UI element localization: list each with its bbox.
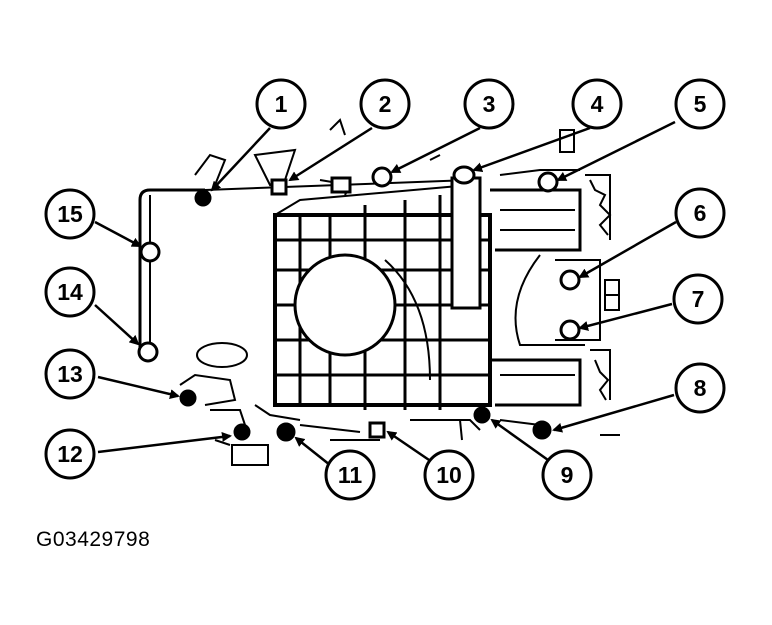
callout-8-label: 8 bbox=[694, 375, 707, 401]
fastener-11-marker bbox=[276, 422, 296, 442]
fastener-5-marker bbox=[537, 171, 559, 193]
fastener-14-marker bbox=[137, 341, 159, 363]
leader-1 bbox=[210, 127, 271, 192]
callout-11-label: 11 bbox=[338, 462, 363, 488]
leader-10 bbox=[386, 430, 433, 464]
callout-15-label: 15 bbox=[57, 201, 83, 227]
leader-5 bbox=[556, 120, 676, 182]
callout-circles: 1 2 3 4 5 6 7 bbox=[44, 78, 726, 501]
callout-5: 5 bbox=[674, 78, 726, 130]
fastener-4-marker bbox=[452, 165, 476, 185]
callout-9-label: 9 bbox=[561, 462, 574, 488]
housing-assembly bbox=[138, 118, 620, 466]
callout-1: 1 bbox=[255, 78, 307, 130]
fastener-3-marker bbox=[330, 176, 352, 194]
callout-4-label: 4 bbox=[591, 91, 604, 117]
leader-9 bbox=[490, 418, 549, 462]
leader-15 bbox=[94, 220, 142, 248]
callout-14: 14 bbox=[44, 266, 96, 318]
fastener-13-marker bbox=[179, 389, 197, 407]
callout-10-label: 10 bbox=[436, 462, 462, 488]
callout-9: 9 bbox=[541, 449, 593, 501]
callout-14-label: 14 bbox=[57, 279, 83, 305]
callout-12-label: 12 bbox=[57, 441, 83, 467]
callout-15: 15 bbox=[44, 188, 96, 240]
fastener-6-marker bbox=[559, 269, 581, 291]
callout-6-label: 6 bbox=[694, 200, 707, 226]
callout-7-label: 7 bbox=[692, 286, 705, 312]
callout-7: 7 bbox=[672, 273, 724, 325]
callout-2: 2 bbox=[359, 78, 411, 130]
fastener-10-marker bbox=[368, 421, 386, 439]
fastener-1-marker bbox=[194, 189, 212, 207]
fastener-points bbox=[137, 165, 581, 442]
leader-12 bbox=[97, 431, 232, 454]
leader-8 bbox=[552, 393, 675, 433]
callout-13: 13 bbox=[44, 348, 96, 400]
callout-3: 3 bbox=[463, 78, 515, 130]
leader-3 bbox=[390, 126, 481, 174]
figure-id: G03429798 bbox=[36, 528, 151, 551]
fastener-9-marker bbox=[473, 406, 491, 424]
callout-4: 4 bbox=[571, 78, 623, 130]
callout-8: 8 bbox=[674, 362, 726, 414]
callout-12: 12 bbox=[44, 428, 96, 480]
fastener-3b-marker bbox=[371, 166, 393, 188]
leader-lines bbox=[94, 120, 677, 466]
fastener-7-marker bbox=[559, 319, 581, 341]
callout-2-label: 2 bbox=[379, 91, 392, 117]
leader-7 bbox=[578, 302, 673, 331]
callout-11: 11 bbox=[324, 449, 376, 501]
callout-1-label: 1 bbox=[275, 91, 288, 117]
leader-11 bbox=[294, 436, 331, 466]
fastener-12-marker bbox=[233, 423, 251, 441]
callout-13-label: 13 bbox=[57, 361, 83, 387]
callout-6: 6 bbox=[674, 187, 726, 239]
leader-6 bbox=[578, 220, 677, 279]
fastener-15-marker bbox=[139, 241, 161, 263]
callout-5-label: 5 bbox=[694, 91, 707, 117]
callout-10: 10 bbox=[423, 449, 475, 501]
fastener-8-marker bbox=[532, 420, 552, 440]
callout-3-label: 3 bbox=[483, 91, 496, 117]
leader-4 bbox=[472, 126, 591, 172]
fastener-2-marker bbox=[270, 178, 288, 196]
leader-14 bbox=[94, 304, 140, 346]
leader-13 bbox=[97, 375, 180, 400]
leader-2 bbox=[288, 126, 373, 182]
